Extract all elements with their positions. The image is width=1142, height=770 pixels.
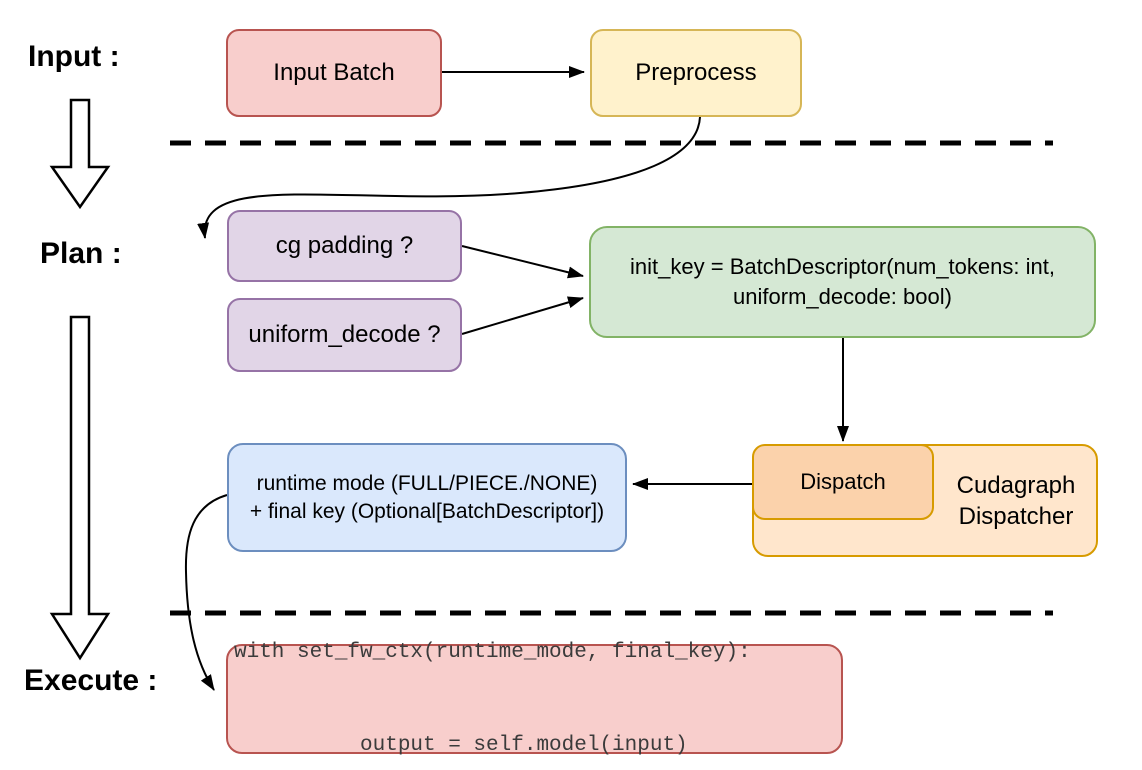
node-runtime-mode-line2: + final key (Optional[BatchDescriptor]) xyxy=(249,499,605,523)
node-cg-padding-label: cg padding ? xyxy=(275,232,414,259)
arrow-cg-padding-to-init-key xyxy=(461,245,584,279)
node-init-key-line2: uniform_decode: bool) xyxy=(733,284,952,309)
node-runtime-mode-line1: runtime mode (FULL/PIECE./NONE) xyxy=(256,471,598,495)
hollow-arrow-plan-to-execute xyxy=(49,315,111,661)
node-preprocess-label: Preprocess xyxy=(635,59,757,86)
node-uniform-decode-label: uniform_decode ? xyxy=(248,321,441,348)
node-preprocess: Preprocess xyxy=(590,29,802,117)
node-runtime-mode: runtime mode (FULL/PIECE./NONE) + final … xyxy=(227,443,627,552)
node-init-key-line1: init_key = BatchDescriptor(num_tokens: i… xyxy=(630,254,1055,279)
node-cudagraph-dispatcher-label: Cudagraph Dispatcher xyxy=(934,444,1098,557)
stage-label-execute: Execute : xyxy=(24,664,158,697)
execute-code-line1: with set_fw_ctx(runtime_mode, final_key)… xyxy=(234,641,751,664)
curve-preprocess-to-cg-padding xyxy=(197,116,701,239)
hollow-arrow-input-to-plan xyxy=(49,98,111,210)
stage-label-input: Input : xyxy=(28,40,120,73)
cudagraph-label-line1: Cudagraph xyxy=(956,471,1076,499)
node-execute-code: with set_fw_ctx(runtime_mode, final_key)… xyxy=(226,641,843,757)
node-cg-padding: cg padding ? xyxy=(227,210,462,282)
curve-runtime-mode-to-execute-code xyxy=(184,494,228,691)
node-input-batch: Input Batch xyxy=(226,29,442,117)
execute-code-line2: output = self.model(input) xyxy=(297,734,688,757)
node-dispatch: Dispatch xyxy=(752,444,934,520)
node-input-batch-label: Input Batch xyxy=(273,59,395,86)
cudagraph-label-line2: Dispatcher xyxy=(958,502,1074,530)
node-uniform-decode: uniform_decode ? xyxy=(227,298,462,372)
arrow-uniform-decode-to-init-key xyxy=(461,296,584,335)
node-init-key: init_key = BatchDescriptor(num_tokens: i… xyxy=(589,226,1096,338)
node-dispatch-label: Dispatch xyxy=(800,469,886,494)
stage-label-plan: Plan : xyxy=(40,237,122,270)
